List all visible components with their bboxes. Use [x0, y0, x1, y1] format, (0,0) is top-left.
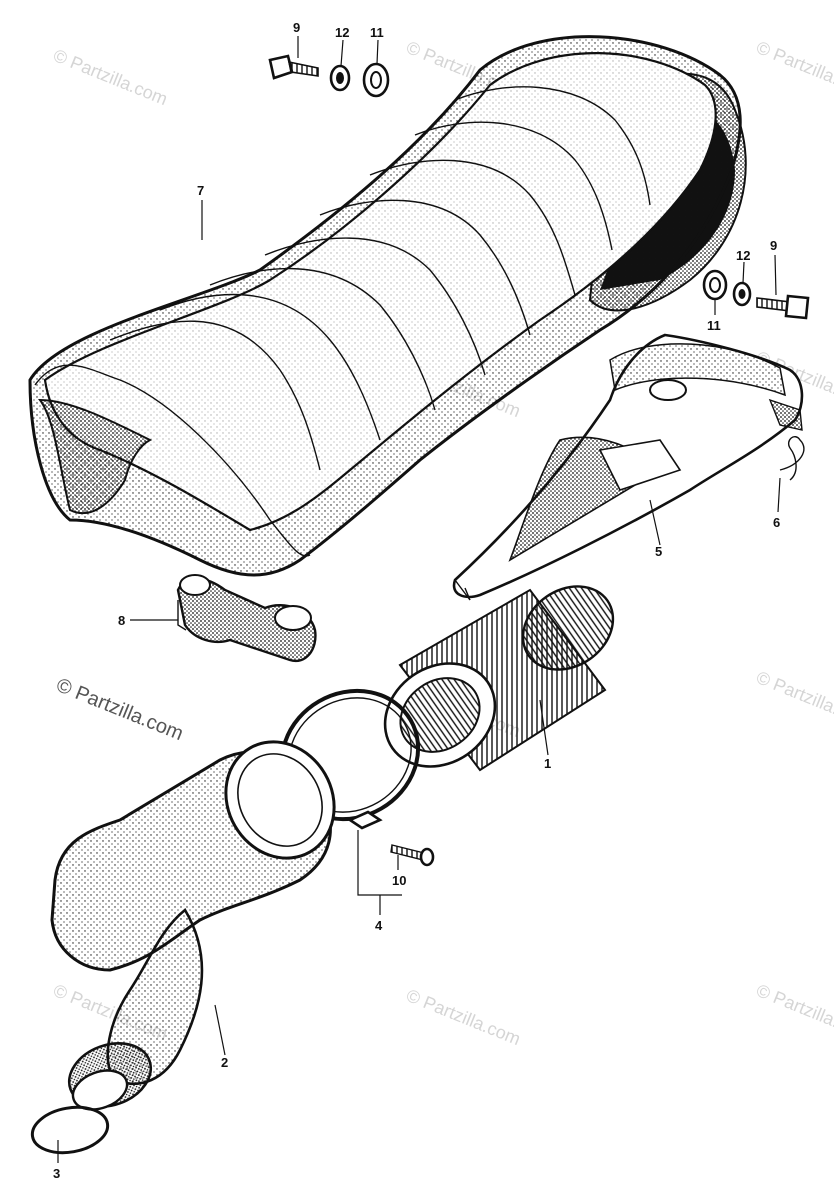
bolt-9-top: [268, 54, 319, 80]
callout-2: 2: [221, 1055, 228, 1070]
washer-11-top: [362, 62, 390, 98]
callout-12-right: 12: [736, 248, 750, 263]
spring-washer-12-top: [329, 64, 351, 92]
bolt-9-right: [756, 294, 810, 320]
callout-12-top: 12: [335, 25, 349, 40]
callout-3: 3: [53, 1166, 60, 1181]
watermark-top-right: © Partzilla.com: [754, 37, 834, 101]
bracket-8: [176, 574, 317, 663]
watermark-bottom-right: © Partzilla.com: [754, 980, 834, 1044]
callout-5: 5: [655, 544, 662, 559]
leader-lines: [57, 36, 781, 1163]
callout-10: 10: [392, 873, 406, 888]
o-ring-3: [30, 1105, 110, 1155]
callout-labels: 9 12 11 7 9 12 11 6 5 8 1 10 4 2 3: [53, 20, 780, 1181]
watermark-top-left: © Partzilla.com: [51, 45, 171, 109]
wire-clip-6: [768, 398, 805, 481]
watermark-low-right: © Partzilla.com: [754, 667, 834, 731]
callout-11-top: 11: [370, 25, 384, 40]
washer-11-right: [702, 269, 728, 301]
callout-1: 1: [544, 756, 551, 771]
air-cleaner-case-5: [452, 333, 804, 601]
callout-11-right: 11: [707, 318, 721, 333]
callout-9-right: 9: [770, 238, 777, 253]
callout-7: 7: [197, 183, 204, 198]
filter-element-1: [383, 585, 615, 772]
screw-10: [390, 844, 435, 867]
callout-9-top: 9: [293, 20, 300, 35]
air-cleaner-tube-2: [50, 740, 336, 1111]
callout-6: 6: [773, 515, 780, 530]
watermark-strong: © Partzilla.com: [53, 674, 186, 745]
seat-drawing: [28, 35, 747, 577]
callout-4: 4: [375, 918, 383, 933]
callout-8: 8: [118, 613, 125, 628]
spring-washer-12-right: [732, 281, 752, 307]
watermark-bottom-center: © Partzilla.com: [404, 985, 524, 1049]
